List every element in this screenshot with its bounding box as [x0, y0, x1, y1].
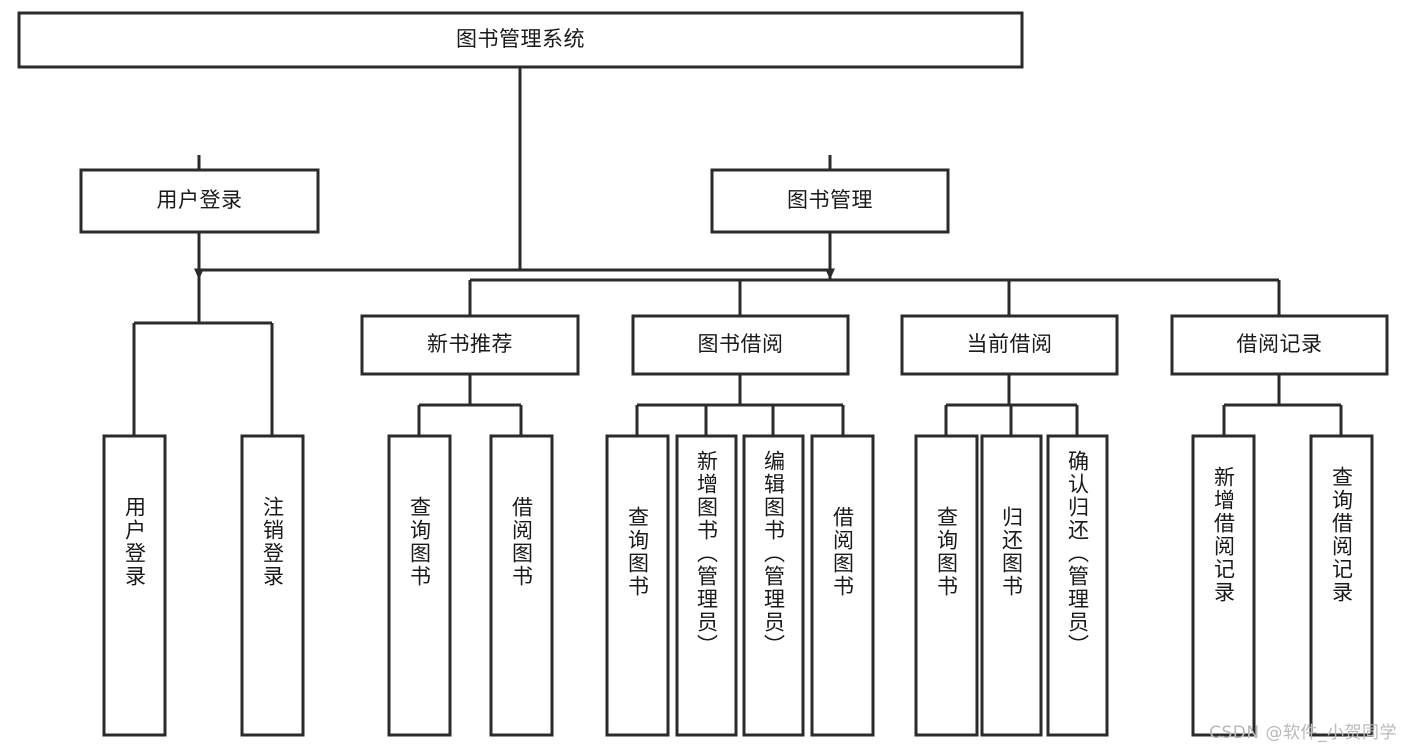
node-book-borrow[interactable]	[631, 314, 850, 376]
watermark-text: CSDN @软件_小贺同学	[1209, 723, 1397, 743]
leaf-user-login-1[interactable]	[102, 434, 167, 737]
connector-group-new-book	[414, 374, 526, 446]
node-book-management[interactable]	[710, 168, 950, 234]
leaf-book-borrow-3[interactable]	[742, 434, 805, 737]
connector-group-borrow-record	[1219, 374, 1346, 446]
leaf-book-borrow-4[interactable]	[810, 434, 875, 737]
leaf-new-book-1[interactable]	[387, 434, 452, 737]
leaf-borrow-record-2[interactable]	[1309, 434, 1374, 737]
connector-group-user-login	[129, 232, 277, 446]
leaf-book-borrow-1[interactable]	[605, 434, 670, 737]
connector-group-book-management	[465, 232, 1284, 326]
connector-group-current-borrow	[941, 374, 1082, 446]
leaf-new-book-2[interactable]	[489, 434, 554, 737]
leaf-current-borrow-3[interactable]	[1046, 434, 1109, 737]
node-current-borrow[interactable]	[900, 314, 1119, 376]
connector-group-book-borrow	[632, 374, 848, 446]
leaf-current-borrow-2[interactable]	[980, 434, 1043, 737]
node-user-login[interactable]	[79, 168, 320, 234]
leaf-borrow-record-1[interactable]	[1191, 434, 1256, 737]
leaf-book-borrow-2[interactable]	[675, 434, 738, 737]
node-new-book-recommend[interactable]	[360, 314, 580, 376]
node-borrow-record[interactable]	[1170, 314, 1389, 376]
leaf-current-borrow-1[interactable]	[914, 434, 979, 737]
node-root[interactable]	[17, 11, 1024, 69]
leaf-user-login-2[interactable]	[240, 434, 305, 737]
